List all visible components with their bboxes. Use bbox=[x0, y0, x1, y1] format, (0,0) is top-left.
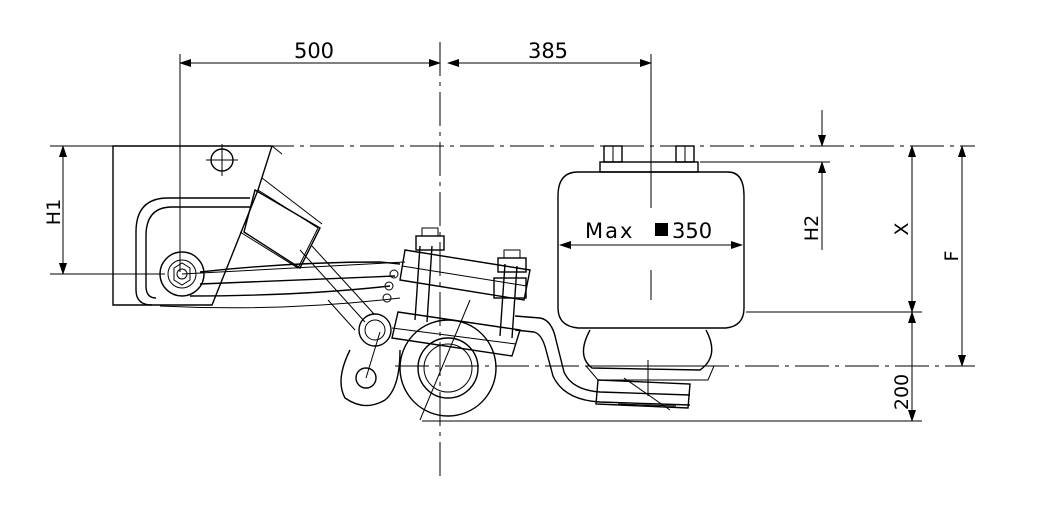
air-spring-arm bbox=[514, 315, 691, 411]
bracket-bolt-hole bbox=[206, 144, 238, 176]
dim-label-385: 385 bbox=[528, 39, 568, 63]
dim-label-f: F bbox=[941, 251, 963, 262]
dim-label-500: 500 bbox=[294, 39, 334, 63]
axle-tube bbox=[399, 299, 497, 421]
dimension-horizontal: 500 385 bbox=[179, 39, 652, 272]
bellows-label-prefix: Max bbox=[585, 219, 634, 243]
axle-seat-assembly bbox=[382, 227, 531, 357]
dimension-bellows-width: Max 350 bbox=[559, 219, 743, 249]
square-symbol-icon bbox=[655, 223, 668, 236]
bellows-label-value: 350 bbox=[672, 219, 712, 243]
dimension-x: X bbox=[746, 145, 922, 313]
shock-absorber bbox=[243, 188, 375, 331]
dimension-f: F bbox=[941, 145, 966, 367]
shock-lower-eye bbox=[340, 313, 401, 407]
dim-label-x: X bbox=[891, 222, 913, 235]
dim-label-h2: H2 bbox=[801, 215, 823, 241]
dim-label-200: 200 bbox=[891, 374, 913, 410]
trailing-arm bbox=[159, 261, 406, 309]
dimension-ground-gap: 200 bbox=[422, 311, 922, 422]
dimension-h1: H1 bbox=[43, 145, 165, 275]
air-spring bbox=[557, 100, 745, 396]
hanger-bracket bbox=[112, 145, 323, 306]
dimension-h2: H2 bbox=[700, 110, 830, 250]
dim-label-h1: H1 bbox=[43, 199, 65, 225]
center-lines bbox=[110, 42, 975, 478]
